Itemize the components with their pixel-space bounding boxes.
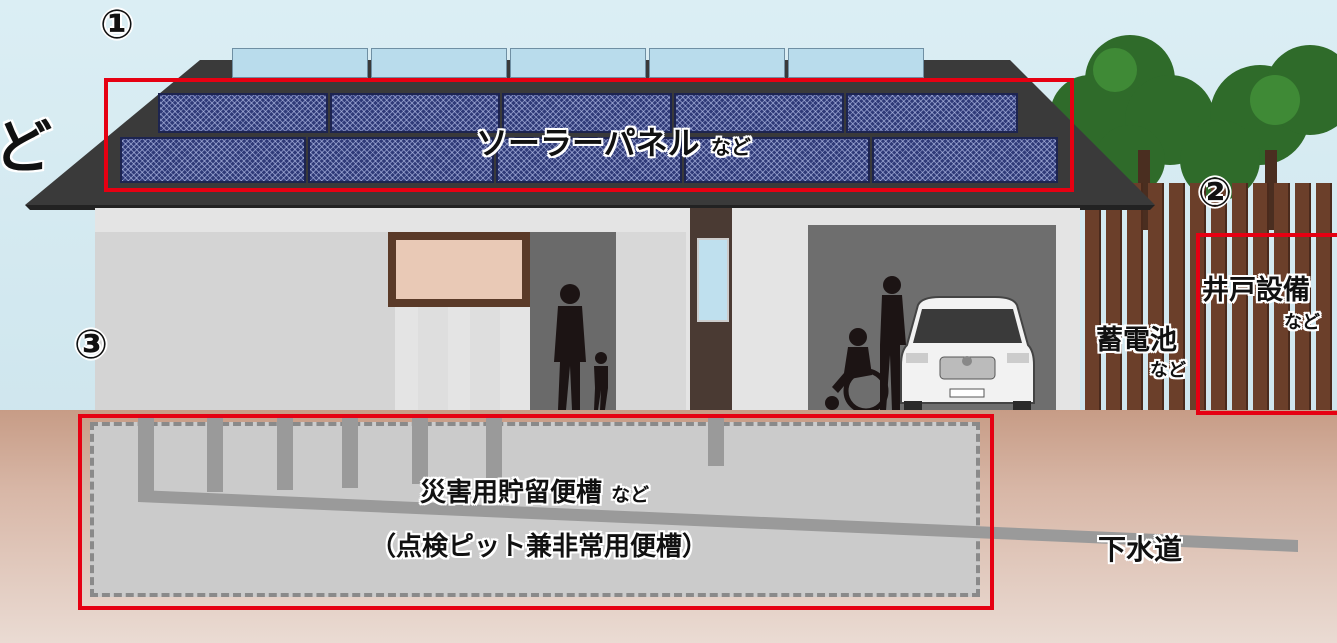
solar-panel-back bbox=[649, 48, 785, 78]
pipe bbox=[342, 418, 358, 488]
wooden-fence bbox=[1085, 183, 1337, 415]
tank-label-line2: （点検ピット兼非常用便槽） bbox=[370, 532, 709, 562]
marker-one: ① bbox=[100, 2, 134, 48]
pillar bbox=[616, 232, 686, 418]
tank-highlight-box bbox=[78, 414, 994, 610]
marker-two: ② bbox=[1198, 170, 1232, 216]
solar-panel bbox=[120, 137, 306, 183]
sewer-pipe bbox=[138, 490, 1298, 552]
well-label-main: 井戸設備 bbox=[1202, 275, 1310, 306]
car-icon bbox=[900, 296, 1035, 415]
pipe bbox=[486, 418, 502, 480]
tank-label-main: 災害用貯留便槽 bbox=[420, 478, 603, 508]
solar-label: ソーラーパネル など bbox=[476, 118, 751, 164]
solar-panel bbox=[502, 93, 672, 133]
marker-three: ③ bbox=[74, 322, 108, 368]
solar-panel bbox=[330, 93, 500, 133]
solar-panel-back bbox=[788, 48, 924, 78]
solar-panel-back bbox=[371, 48, 507, 78]
solar-panel bbox=[158, 93, 328, 133]
wheelchair-user-silhouette-icon bbox=[825, 276, 906, 414]
solar-label-main: ソーラーパネル bbox=[476, 124, 700, 162]
pillar bbox=[418, 300, 448, 418]
pipe bbox=[412, 418, 428, 484]
tank-label-line1: 災害用貯留便槽 など bbox=[420, 472, 649, 509]
solar-label-suffix: など bbox=[710, 135, 751, 159]
solar-panel bbox=[846, 93, 1018, 133]
pipe bbox=[138, 418, 154, 498]
solar-panel bbox=[684, 137, 870, 183]
solar-panel bbox=[674, 93, 844, 133]
sewer-label: 下水道 bbox=[1098, 533, 1183, 566]
pillar bbox=[470, 300, 500, 418]
small-window bbox=[697, 238, 729, 322]
well-highlight-box bbox=[1196, 233, 1337, 415]
solar-panel bbox=[872, 137, 1058, 183]
battery-label-main: 蓄電池 bbox=[1096, 325, 1177, 356]
tank-label-suffix: など bbox=[611, 484, 650, 506]
cut-off-text: ど bbox=[0, 113, 53, 181]
battery-label-suffix: など bbox=[1150, 360, 1186, 381]
person-silhouette-icon bbox=[554, 284, 608, 410]
pipe bbox=[277, 418, 293, 490]
solar-panel bbox=[496, 137, 682, 183]
wooden-window bbox=[388, 232, 530, 307]
solar-panel-back bbox=[232, 48, 368, 78]
solar-highlight-box bbox=[104, 78, 1074, 192]
solar-panel bbox=[308, 137, 494, 183]
solar-panel-back bbox=[510, 48, 646, 78]
well-label-suffix: など bbox=[1284, 312, 1320, 333]
pipe bbox=[708, 418, 724, 466]
house-wall-base bbox=[95, 232, 395, 418]
pipe bbox=[207, 418, 223, 492]
